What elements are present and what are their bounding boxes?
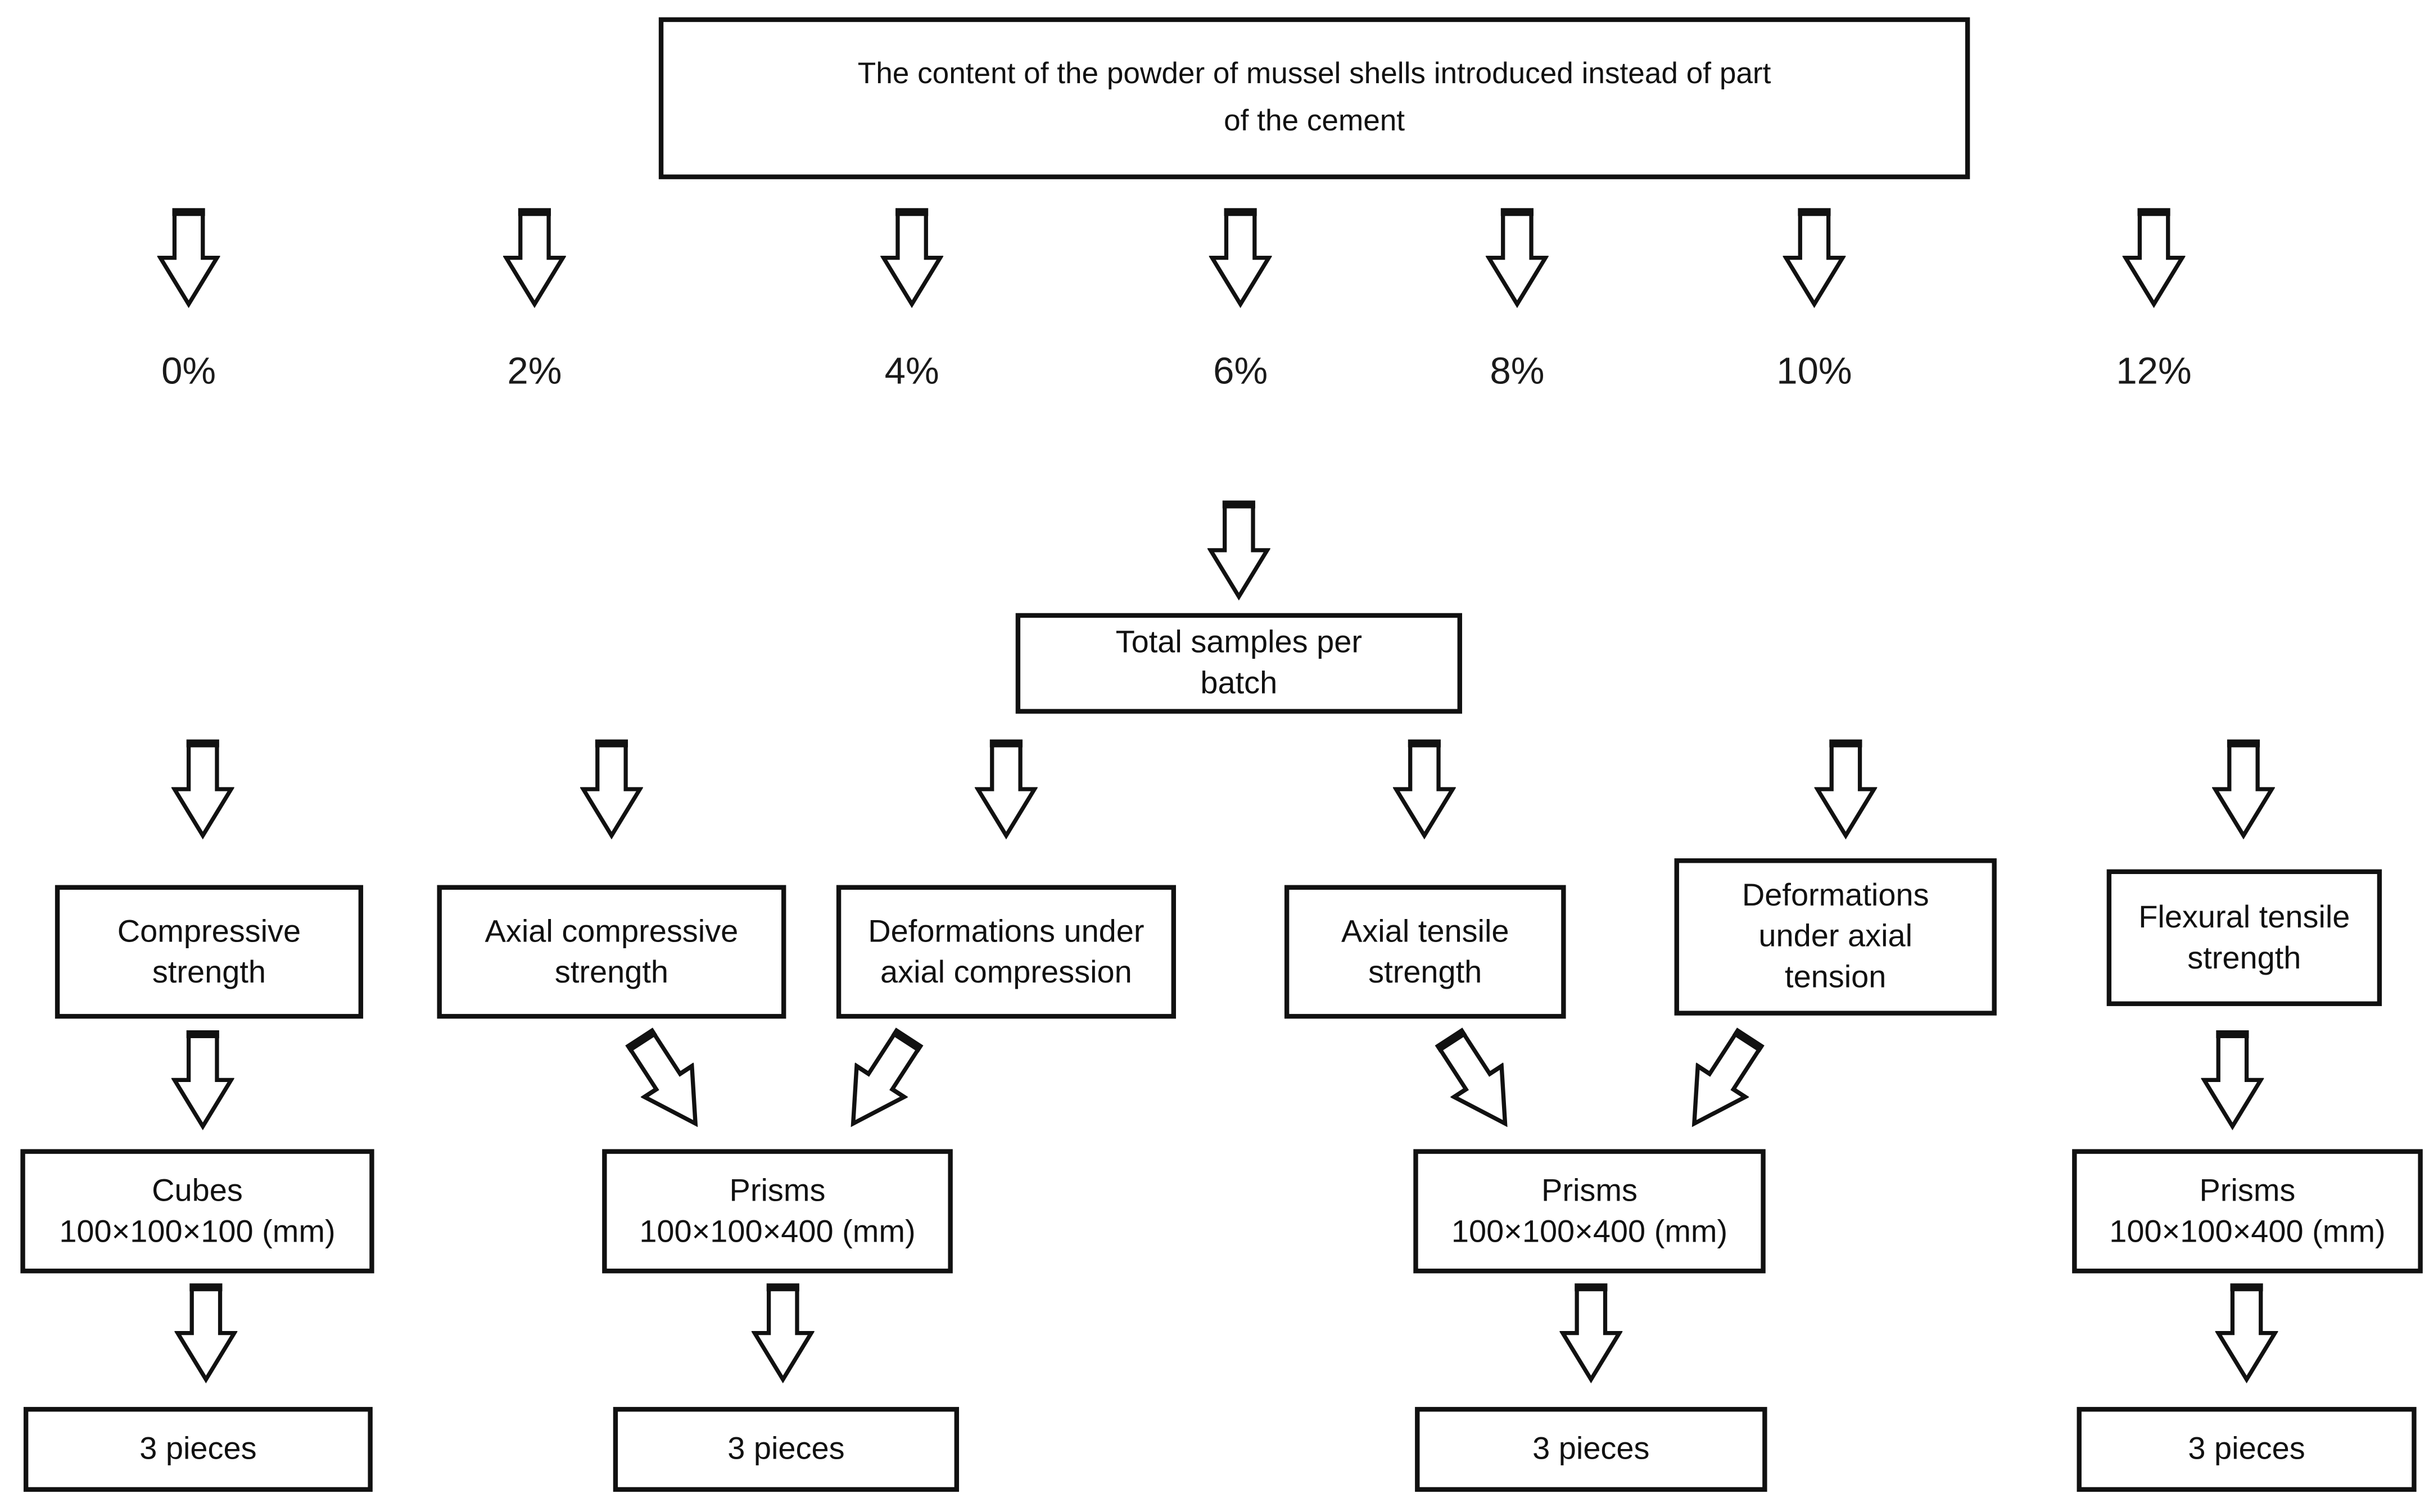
percent-label-12: 12% bbox=[2116, 350, 2192, 393]
test-line: Compressive bbox=[117, 914, 301, 949]
specimen-type: Cubes bbox=[152, 1173, 243, 1208]
down-arrow-icon bbox=[2212, 739, 2275, 839]
specimen-box-cubes: Cubes 100×100×100 (mm) bbox=[20, 1149, 374, 1274]
specimen-size: 100×100×100 (mm) bbox=[59, 1214, 336, 1250]
specimen-box-prisms-2: Prisms 100×100×400 (mm) bbox=[1413, 1149, 1766, 1274]
percent-label-8: 8% bbox=[1490, 350, 1545, 393]
specimen-box-prisms-1: Prisms 100×100×400 (mm) bbox=[602, 1149, 953, 1274]
down-arrow-icon bbox=[2123, 207, 2186, 308]
down-arrow-icon bbox=[1486, 207, 1549, 308]
pieces-label: 3 pieces bbox=[727, 1432, 845, 1467]
down-arrow-icon bbox=[503, 207, 566, 308]
test-line: strength bbox=[2187, 940, 2301, 976]
down-arrow-icon bbox=[2215, 1283, 2278, 1383]
test-box-deformations-axial-compression: Deformations under axial compression bbox=[836, 885, 1176, 1019]
specimen-type: Prisms bbox=[729, 1173, 826, 1208]
total-samples-box: Total samples per batch bbox=[1015, 613, 1462, 714]
down-arrow-icon bbox=[1814, 739, 1877, 839]
down-arrow-icon bbox=[752, 1283, 815, 1383]
pieces-label: 3 pieces bbox=[139, 1432, 257, 1467]
down-arrow-icon bbox=[1209, 207, 1272, 308]
top-condition-line1: The content of the powder of mussel shel… bbox=[857, 58, 1771, 92]
percent-label-4: 4% bbox=[884, 350, 939, 393]
down-left-arrow-icon bbox=[825, 1019, 937, 1144]
test-line: strength bbox=[152, 955, 266, 990]
test-line: strength bbox=[1368, 955, 1482, 990]
specimen-type: Prisms bbox=[2199, 1173, 2296, 1208]
down-arrow-icon bbox=[174, 1283, 237, 1383]
down-right-arrow-icon bbox=[612, 1019, 724, 1144]
down-arrow-icon bbox=[171, 1030, 234, 1130]
pieces-box-1: 3 pieces bbox=[23, 1407, 373, 1492]
test-line: tension bbox=[1785, 960, 1887, 995]
down-arrow-icon bbox=[580, 739, 643, 839]
top-condition-box: The content of the powder of mussel shel… bbox=[658, 17, 1970, 179]
percent-label-0: 0% bbox=[161, 350, 216, 393]
specimen-box-prisms-3: Prisms 100×100×400 (mm) bbox=[2072, 1149, 2423, 1274]
test-line: axial compression bbox=[880, 955, 1132, 990]
test-line: Flexural tensile bbox=[2138, 900, 2350, 935]
pieces-label: 3 pieces bbox=[2188, 1432, 2305, 1467]
test-box-flexural-tensile-strength: Flexural tensile strength bbox=[2106, 869, 2382, 1006]
test-box-compressive-strength: Compressive strength bbox=[55, 885, 364, 1019]
test-line: Axial tensile bbox=[1341, 914, 1509, 949]
pieces-box-3: 3 pieces bbox=[1415, 1407, 1767, 1492]
down-arrow-icon bbox=[975, 739, 1038, 839]
percent-label-6: 6% bbox=[1213, 350, 1268, 393]
test-box-axial-tensile-strength: Axial tensile strength bbox=[1284, 885, 1566, 1019]
test-line: strength bbox=[554, 955, 668, 990]
total-samples-line1: Total samples per bbox=[1115, 626, 1363, 660]
test-line: Axial compressive bbox=[485, 914, 739, 949]
down-arrow-icon bbox=[880, 207, 943, 308]
down-arrow-icon bbox=[1393, 739, 1456, 839]
percent-label-10: 10% bbox=[1776, 350, 1852, 393]
down-arrow-icon bbox=[1207, 500, 1270, 600]
specimen-type: Prisms bbox=[1541, 1173, 1638, 1208]
top-condition-line2: of the cement bbox=[1224, 104, 1405, 138]
total-samples-line2: batch bbox=[1200, 666, 1278, 701]
test-line: under axial bbox=[1758, 920, 1913, 954]
test-line: Deformations bbox=[1742, 879, 1929, 913]
down-arrow-icon bbox=[2201, 1030, 2264, 1130]
pieces-label: 3 pieces bbox=[1532, 1432, 1650, 1467]
test-box-deformations-axial-tension: Deformations under axial tension bbox=[1674, 858, 1997, 1016]
specimen-size: 100×100×400 (mm) bbox=[2109, 1214, 2386, 1250]
percent-label-2: 2% bbox=[507, 350, 562, 393]
down-right-arrow-icon bbox=[1422, 1019, 1534, 1144]
test-box-axial-compressive-strength: Axial compressive strength bbox=[437, 885, 786, 1019]
test-line: Deformations under bbox=[868, 914, 1145, 949]
specimen-size: 100×100×400 (mm) bbox=[1451, 1214, 1728, 1250]
pieces-box-4: 3 pieces bbox=[2077, 1407, 2417, 1492]
down-left-arrow-icon bbox=[1666, 1019, 1777, 1144]
down-arrow-icon bbox=[171, 739, 234, 839]
down-arrow-icon bbox=[1783, 207, 1846, 308]
specimen-size: 100×100×400 (mm) bbox=[639, 1214, 916, 1250]
down-arrow-icon bbox=[157, 207, 220, 308]
pieces-box-2: 3 pieces bbox=[613, 1407, 960, 1492]
down-arrow-icon bbox=[1559, 1283, 1622, 1383]
